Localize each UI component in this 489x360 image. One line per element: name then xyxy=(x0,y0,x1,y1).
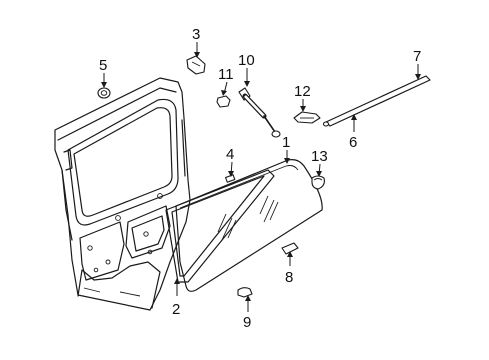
grommet-part-5 xyxy=(97,87,111,99)
cap-part-13 xyxy=(311,175,325,190)
back-glass-part-1 xyxy=(175,159,323,292)
callout-9: 9 xyxy=(243,314,251,331)
callout-8: 8 xyxy=(285,269,293,286)
callout-6: 6 xyxy=(349,134,357,151)
callout-labels: 1 2 3 4 5 6 7 8 9 10 11 12 13 xyxy=(99,26,421,331)
lift-support-part-10 xyxy=(238,87,281,138)
callout-5: 5 xyxy=(99,57,107,74)
liftgate-panel xyxy=(54,77,191,311)
bumper-part-11 xyxy=(216,95,231,108)
callout-7: 7 xyxy=(413,48,421,65)
leader-lines xyxy=(101,42,421,312)
callout-2: 2 xyxy=(172,301,180,318)
callout-12: 12 xyxy=(294,83,311,100)
washer-nozzle-part-9 xyxy=(237,287,253,298)
callout-11: 11 xyxy=(218,66,234,83)
callout-4: 4 xyxy=(226,146,234,163)
molding-part-6 xyxy=(322,75,431,127)
callout-10: 10 xyxy=(238,52,255,69)
clip-part-12 xyxy=(293,111,321,124)
callout-13: 13 xyxy=(311,148,328,165)
callout-3: 3 xyxy=(192,26,200,43)
glass-seal-part-2 xyxy=(165,169,275,283)
hinge-part-3 xyxy=(186,55,206,75)
grommet-part-8 xyxy=(281,242,299,255)
spacer-clip-part-4 xyxy=(225,174,236,183)
callout-1: 1 xyxy=(282,134,290,151)
